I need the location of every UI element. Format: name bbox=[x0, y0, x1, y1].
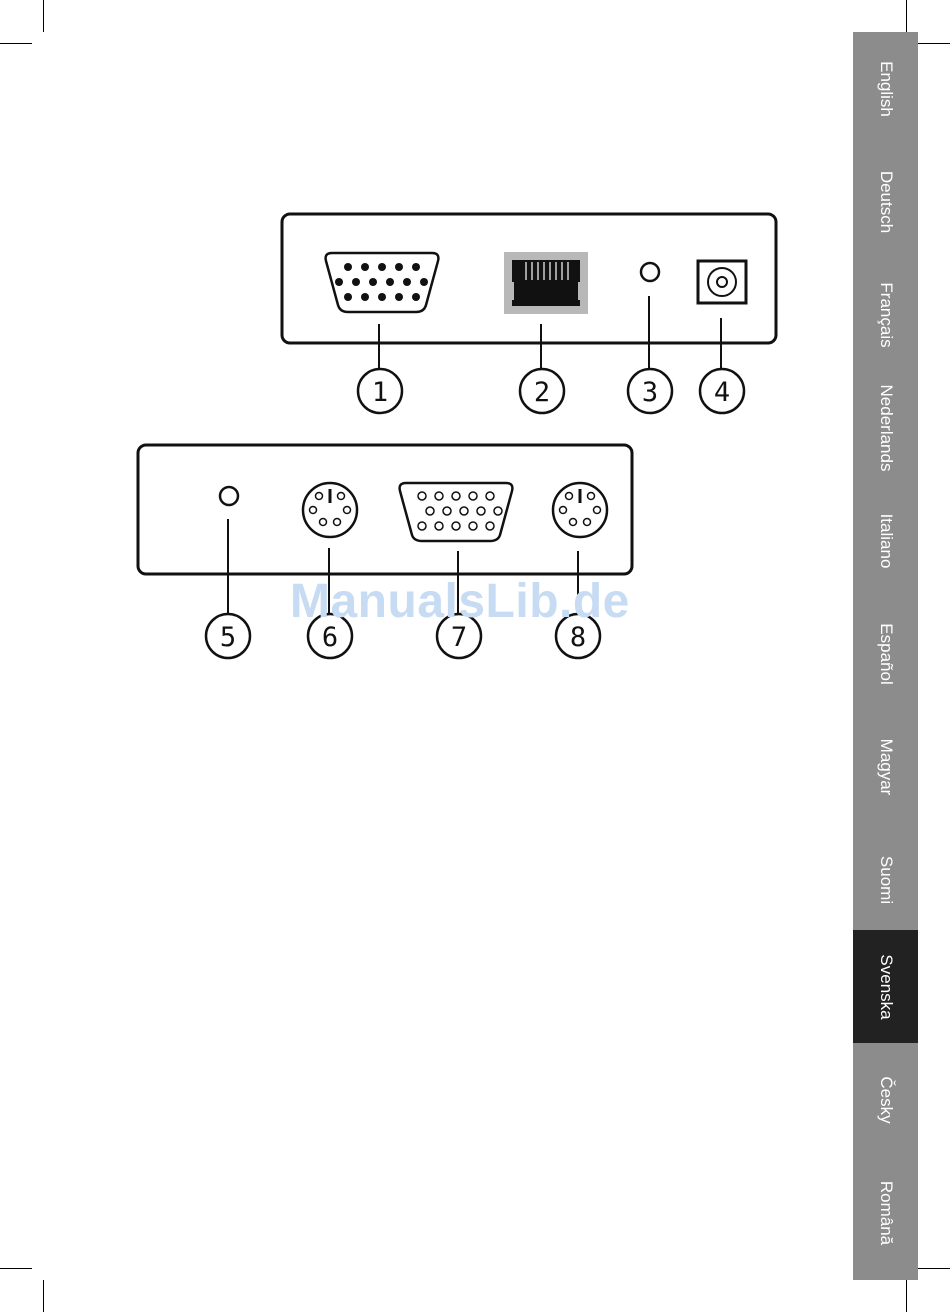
language-tab-label: Italiano bbox=[876, 513, 896, 568]
language-tab-label: English bbox=[876, 61, 896, 117]
callout-number: 3 bbox=[642, 377, 658, 408]
language-tab[interactable]: Italiano bbox=[853, 484, 918, 597]
callout-2: 2 bbox=[520, 369, 564, 413]
language-tab[interactable]: Suomi bbox=[853, 823, 918, 936]
language-tab[interactable]: Română bbox=[853, 1156, 918, 1269]
callout-5: 5 bbox=[206, 614, 250, 658]
language-tab[interactable]: English bbox=[853, 32, 918, 145]
vga-port-icon bbox=[400, 483, 513, 541]
language-tab[interactable]: Français bbox=[853, 258, 918, 371]
language-tab-label: Deutsch bbox=[876, 170, 896, 232]
callout-number: 1 bbox=[372, 377, 388, 408]
callout-3: 3 bbox=[628, 369, 672, 413]
led-indicator-icon bbox=[641, 263, 659, 281]
led-indicator-icon bbox=[220, 487, 238, 505]
ps2-port-icon bbox=[553, 483, 607, 537]
language-tab[interactable]: Svenska bbox=[853, 930, 918, 1043]
callout-number: 2 bbox=[534, 377, 550, 408]
callout-1: 1 bbox=[358, 369, 402, 413]
ps2-port-icon bbox=[303, 483, 357, 537]
callout-number: 4 bbox=[714, 377, 730, 408]
language-tab[interactable]: Nederlands bbox=[853, 371, 918, 484]
watermark: ManualsLib.de bbox=[290, 574, 630, 629]
language-tab[interactable]: Magyar bbox=[853, 710, 918, 823]
callout-number: 5 bbox=[220, 622, 236, 653]
language-tab[interactable]: Español bbox=[853, 597, 918, 710]
language-tab[interactable]: Česky bbox=[853, 1043, 918, 1156]
language-tab-label: Nederlands bbox=[876, 384, 896, 471]
language-tab-label: Česky bbox=[876, 1076, 896, 1123]
language-tab-label: Magyar bbox=[876, 738, 896, 795]
language-tab-label: Română bbox=[876, 1180, 896, 1244]
language-tab-label: Español bbox=[876, 623, 896, 684]
callout-4: 4 bbox=[700, 369, 744, 413]
language-tab[interactable]: Deutsch bbox=[853, 145, 918, 258]
vga-port-icon bbox=[326, 253, 439, 312]
language-tab-label: Suomi bbox=[876, 855, 896, 903]
language-tab-label: Français bbox=[876, 282, 896, 347]
power-jack-icon bbox=[698, 261, 746, 303]
language-tabs: English Deutsch Français Nederlands Ital… bbox=[853, 32, 918, 1280]
language-tab-label: Svenska bbox=[876, 954, 896, 1019]
rj45-port-icon bbox=[504, 252, 588, 314]
